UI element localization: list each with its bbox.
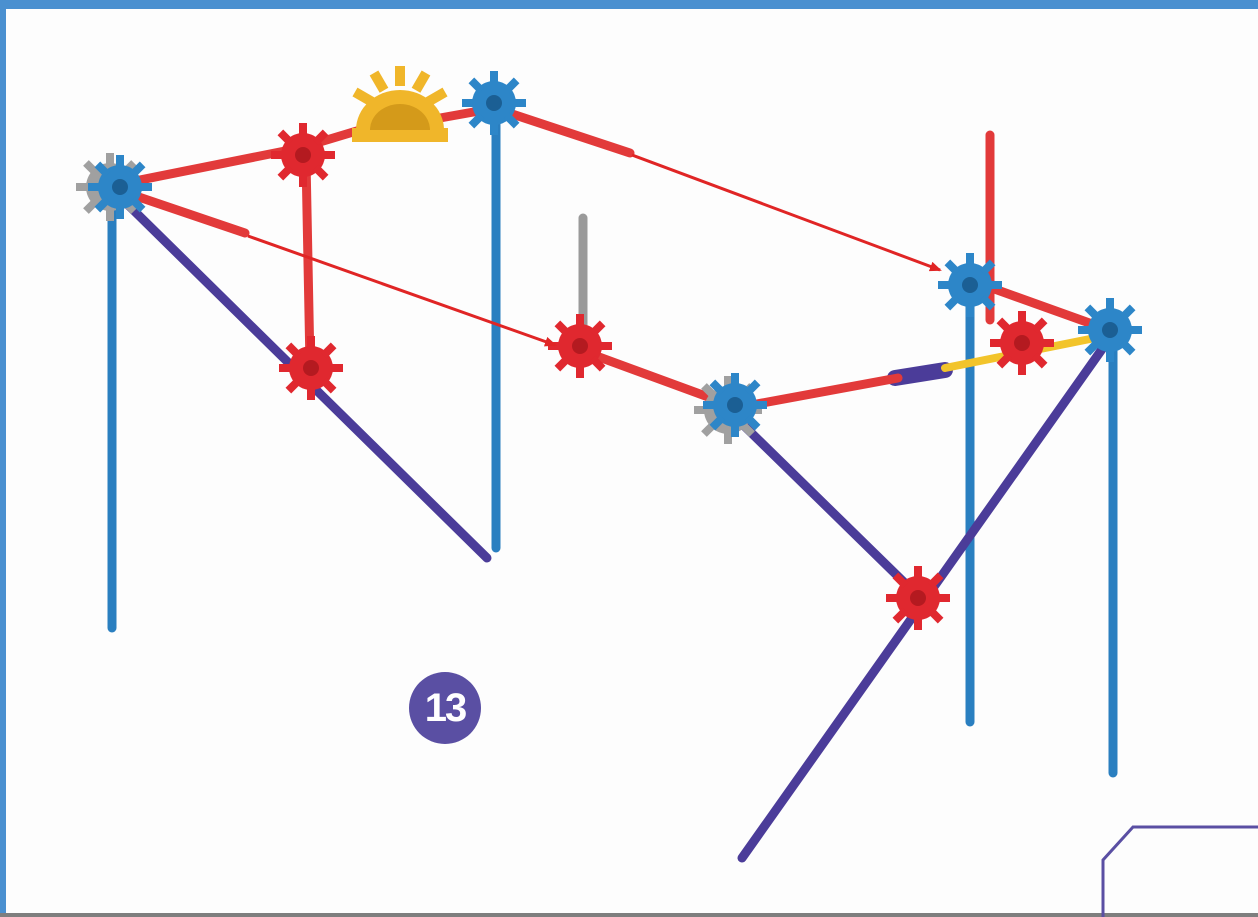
- blue-connector-icon: [1078, 298, 1142, 362]
- page-frame-top: [0, 0, 1258, 9]
- red-rod-top-right: [495, 105, 635, 158]
- blue-connector-icon: [462, 71, 526, 135]
- red-connector-icon: [548, 314, 612, 378]
- red-rod-vertical-left: [301, 155, 315, 370]
- page-frame-bottom: [0, 913, 1258, 917]
- red-connector-icon: [271, 123, 335, 187]
- red-rod-top-left: [110, 143, 305, 190]
- blue-connector-icon: [938, 253, 1002, 317]
- step-number-badge: 13: [409, 672, 481, 744]
- purple-rod-short-connector: [887, 362, 953, 386]
- red-rod-right-back: [970, 277, 1100, 330]
- blue-vertical-rods: [107, 90, 1118, 778]
- yellow-connector-icon: [352, 66, 448, 142]
- blue-connector-icon: [88, 155, 152, 219]
- red-rod-front-left: [575, 345, 735, 410]
- red-connector-icon: [990, 311, 1054, 375]
- red-connector-icon: [279, 336, 343, 400]
- purple-rod-center: [725, 407, 920, 598]
- page-frame-left: [0, 0, 6, 917]
- blue-connector-icon: [703, 373, 767, 437]
- assembly-arrow-icon: [247, 234, 557, 347]
- assembly-arrows: [247, 153, 942, 347]
- red-connector-icon: [886, 566, 950, 630]
- next-panel-outline: [1101, 825, 1258, 917]
- assembly-arrow-icon: [631, 153, 942, 272]
